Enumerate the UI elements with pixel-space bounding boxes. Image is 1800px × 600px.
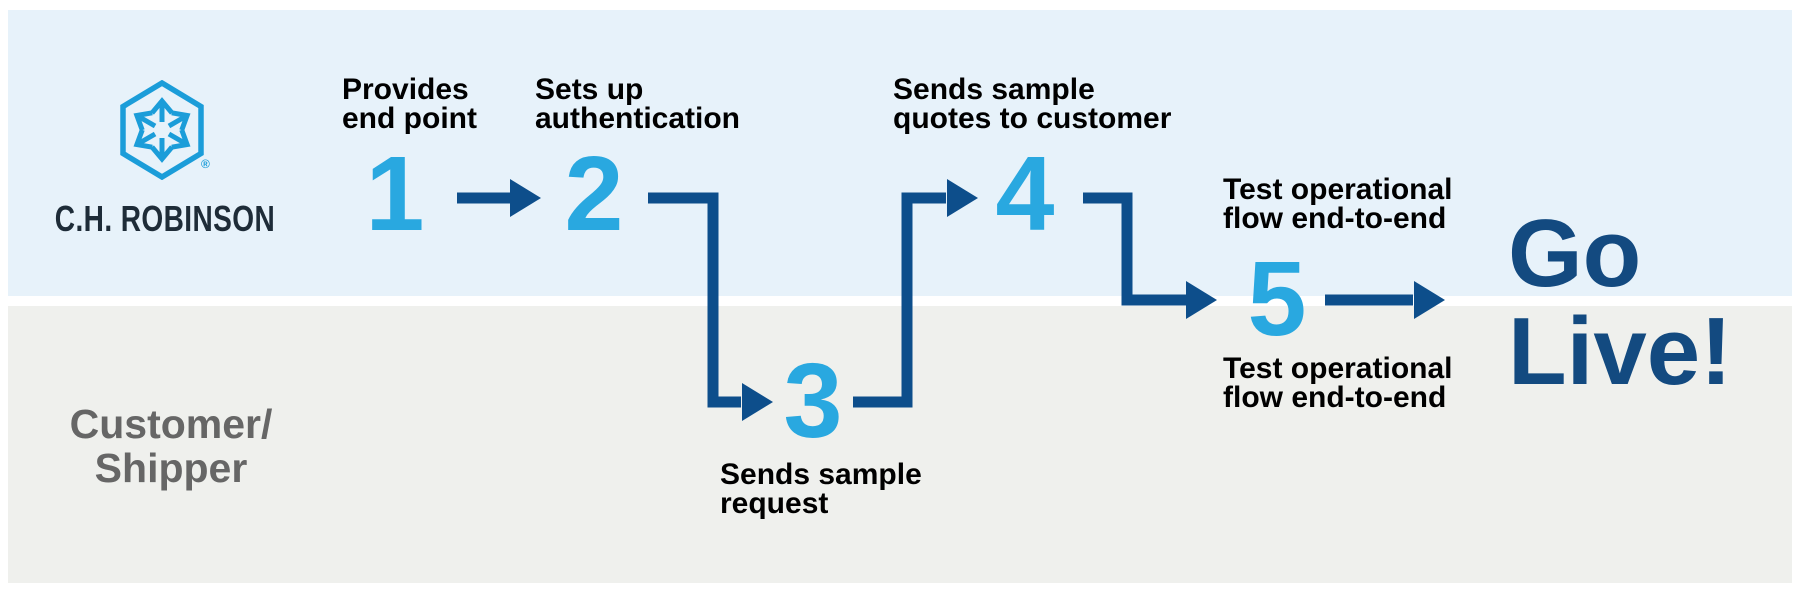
step5-number: 5 bbox=[1247, 240, 1307, 358]
step5-label-top: Test operational flow end-to-end bbox=[1223, 173, 1453, 235]
step3-label: Sends sample request bbox=[720, 458, 922, 520]
label-line: Test operational bbox=[1223, 173, 1453, 206]
registered-trademark-symbol: ® bbox=[201, 157, 210, 171]
step5-label-bottom: Test operational flow end-to-end bbox=[1223, 352, 1453, 414]
label-line: Provides bbox=[342, 73, 469, 106]
label-line: request bbox=[720, 487, 829, 520]
lane-label-line: Customer/ bbox=[69, 401, 273, 447]
step4-number: 4 bbox=[995, 135, 1055, 253]
logo-outward-arrows bbox=[133, 97, 191, 163]
go-live-line: Live! bbox=[1508, 298, 1733, 405]
label-line: end point bbox=[342, 102, 477, 135]
label-line: flow end-to-end bbox=[1223, 202, 1447, 235]
label-line: Sends sample bbox=[720, 458, 922, 491]
go-live-text: Go Live! bbox=[1508, 205, 1732, 401]
arrow-step5-to-golive bbox=[1325, 281, 1445, 319]
label-line: Sends sample bbox=[893, 73, 1095, 106]
chrobinson-hexagon-logo-icon bbox=[120, 80, 204, 180]
lane-customer-band bbox=[8, 306, 1792, 583]
chrobinson-logo-wordmark: C.H. ROBINSON bbox=[54, 198, 276, 239]
label-line: flow end-to-end bbox=[1223, 381, 1447, 414]
step2-label: Sets up authentication bbox=[535, 73, 741, 135]
label-line: quotes to customer bbox=[893, 102, 1172, 135]
arrow-step3-to-step4 bbox=[853, 179, 978, 408]
label-line: Test operational bbox=[1223, 352, 1453, 385]
step1-label: Provides end point bbox=[342, 73, 477, 135]
step1-number: 1 bbox=[365, 135, 425, 253]
label-line: authentication bbox=[535, 102, 741, 135]
go-live-line: Go bbox=[1508, 200, 1642, 307]
arrow-step4-to-step5 bbox=[1083, 192, 1217, 319]
step2-number: 2 bbox=[564, 135, 624, 253]
label-line: Sets up bbox=[535, 73, 644, 106]
lane-label-customer-shipper: Customer/ Shipper bbox=[21, 402, 321, 490]
lane-chrobinson-band bbox=[8, 10, 1792, 296]
arrow-step1-to-step2 bbox=[457, 179, 541, 217]
arrow-step2-to-step3 bbox=[648, 192, 773, 421]
step4-label: Sends sample quotes to customer bbox=[893, 73, 1172, 135]
step3-number: 3 bbox=[783, 342, 843, 460]
lane-label-line: Shipper bbox=[94, 445, 248, 491]
